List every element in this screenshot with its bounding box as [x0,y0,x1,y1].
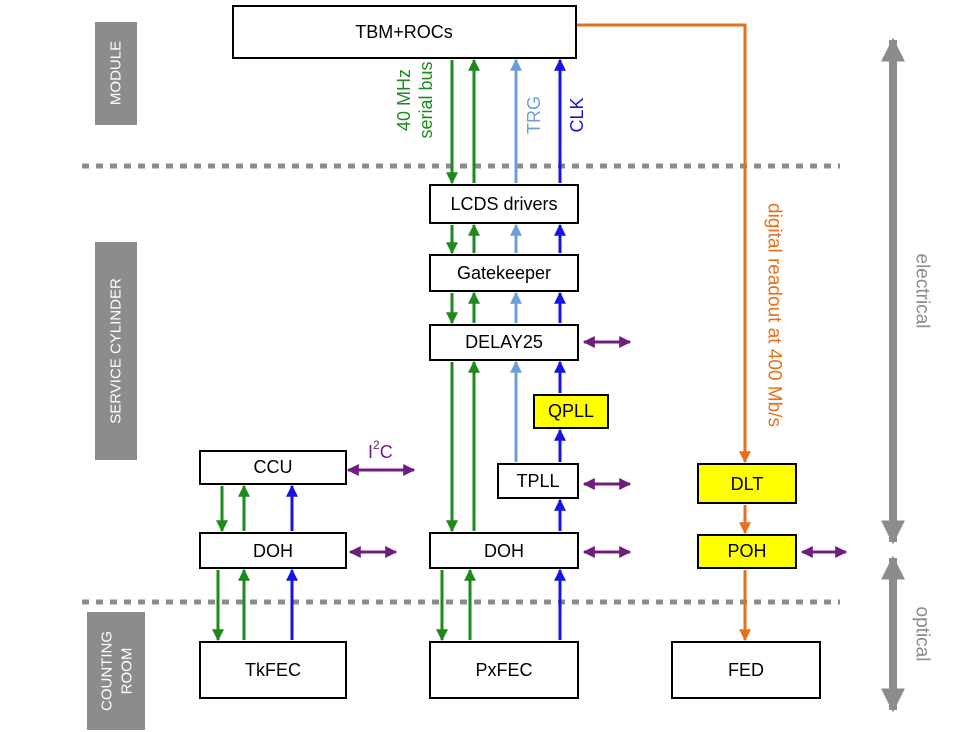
service-cylinder-band [95,242,137,460]
gatekeeper-box [429,254,579,292]
delay25-label: DELAY25 [465,332,543,352]
counting-room-label-line2: ROOM [119,648,136,695]
bus-label-line2: serial bus [416,61,436,138]
lcds-drivers-label: LCDS drivers [450,194,557,214]
pxfec-box [429,641,579,699]
optical-label: optical [912,607,933,662]
doh-center-label: DOH [484,541,524,561]
dlt-box [697,463,797,504]
delay25-box [429,324,579,361]
ccu-box [199,450,347,485]
counting-room-label-line1: COUNTING [99,631,116,711]
fed-box [671,641,821,699]
doh-left-box [199,532,347,569]
tpll-label: TPLL [516,471,559,491]
qpll-box [533,394,609,429]
bus-label-line1: 40 MHz [394,69,414,131]
tbm-rocs-box [232,5,577,59]
qpll-label: QPLL [548,401,594,421]
module-band [95,22,137,125]
trg-label: TRG [524,96,544,134]
digital-readout-label: digital readout at 400 Mb/s [764,203,785,427]
readout-arrow-tbm-to-dlt [577,23,751,464]
service-cylinder-label: SERVICE CYLINDER [108,278,125,424]
ccu-label: CCU [254,457,293,477]
gatekeeper-label: Gatekeeper [457,263,551,283]
tkfec-box [199,641,347,699]
tpll-box [497,463,579,499]
counting-room-band [87,612,145,730]
tbm-rocs-label: TBM+ROCs [355,22,453,42]
poh-label: POH [727,541,766,561]
fed-label: FED [728,660,764,680]
doh-left-label: DOH [253,541,293,561]
module-label: MODULE [108,41,125,105]
tkfec-label: TkFEC [245,660,301,680]
poh-box [697,534,797,569]
pxfec-label: PxFEC [475,660,532,680]
doh-center-box [429,532,579,569]
i2c-label: I2C [368,438,393,462]
electrical-label: electrical [912,254,933,329]
lcds-drivers-box [429,184,579,224]
dlt-label: DLT [731,474,764,494]
clk-label: CLK [567,97,587,132]
